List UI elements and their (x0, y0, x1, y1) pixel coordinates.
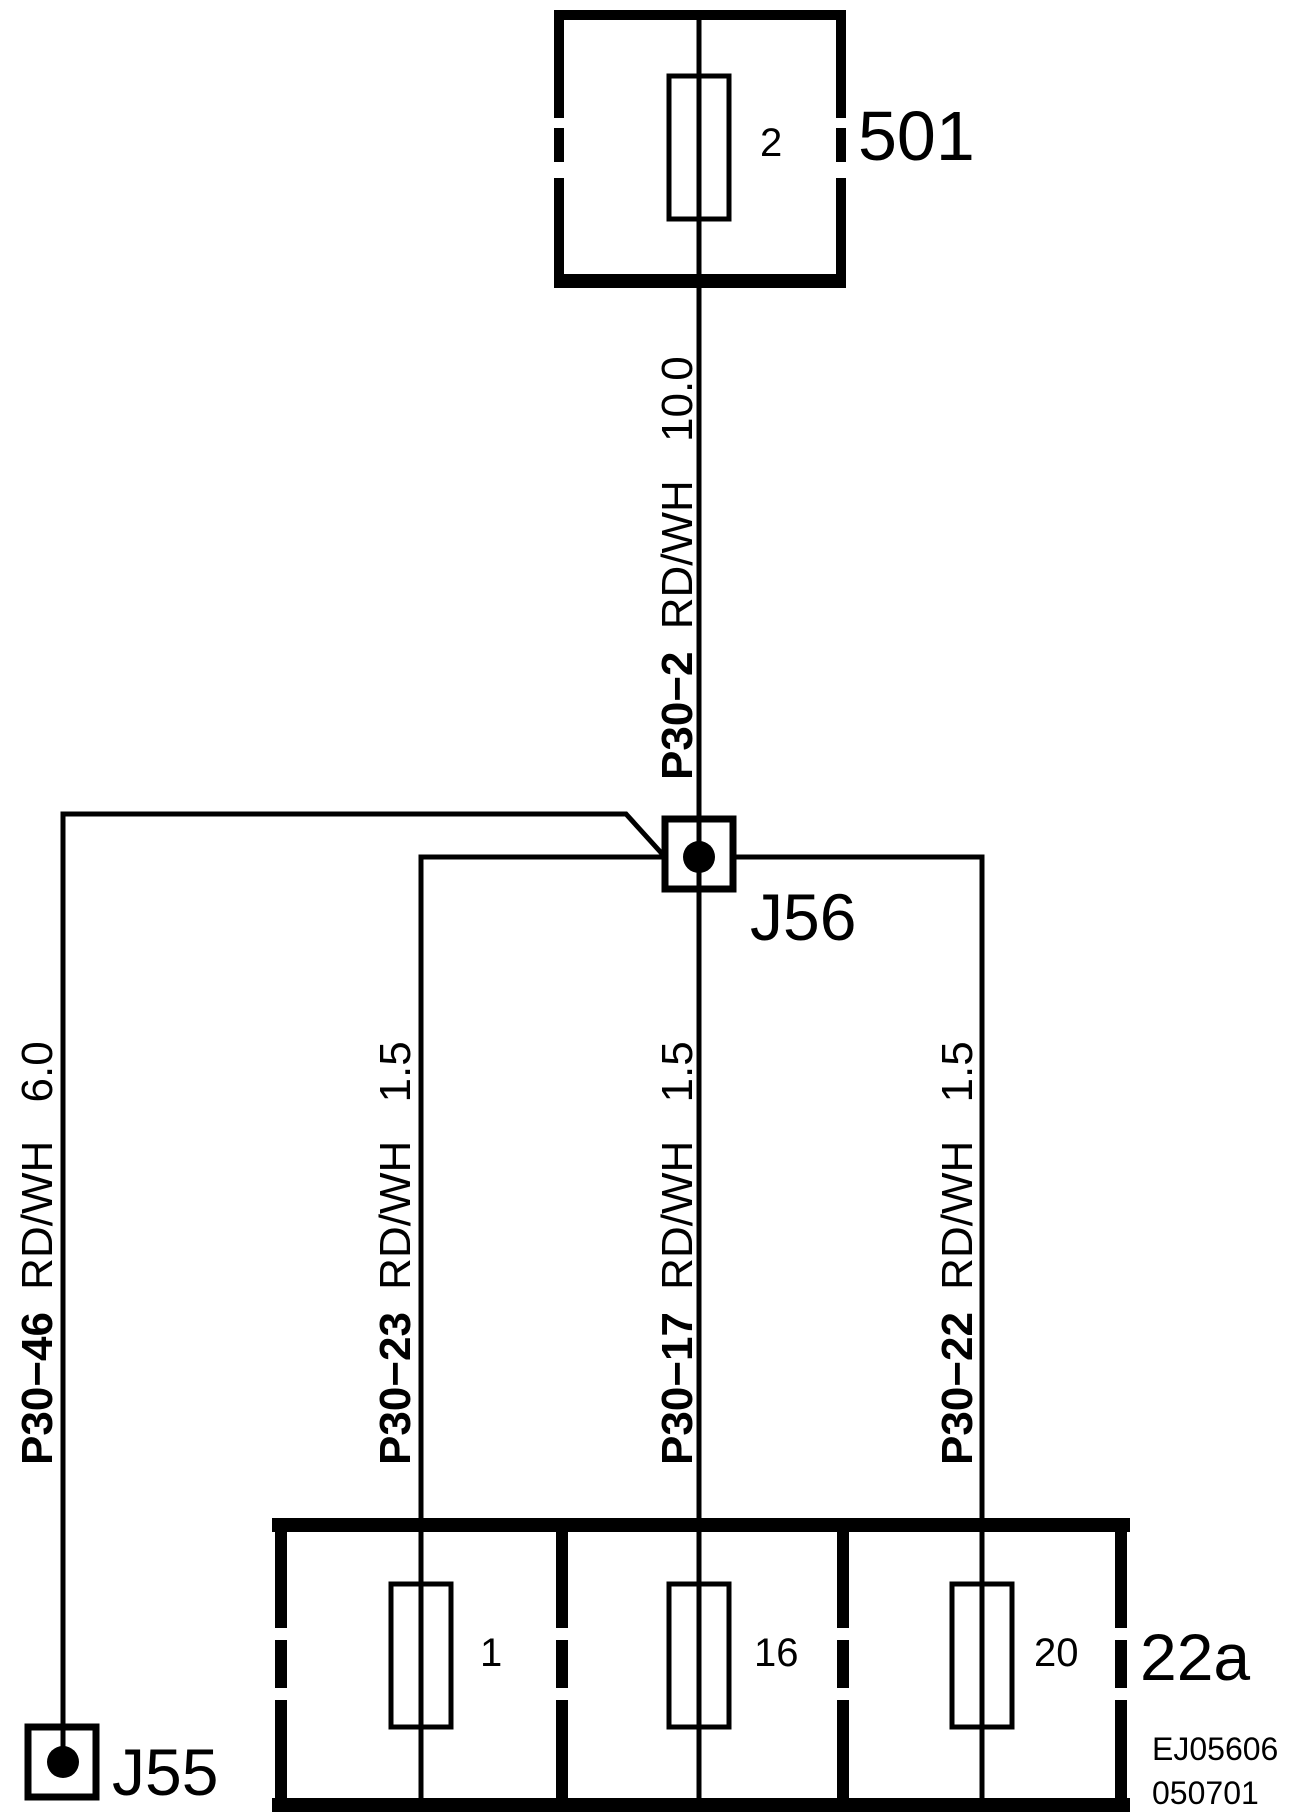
fuse-20-label: 20 (1034, 1631, 1079, 1675)
fuse-box-22a (272, 1518, 1130, 1812)
branch1-wire-label: P30−23 RD/WH 1.5 (371, 1041, 420, 1465)
reference-date: 050701 (1152, 1775, 1259, 1811)
wire-size: 10.0 (653, 356, 702, 442)
fuse-number-label: 2 (760, 121, 782, 165)
svg-text:P30−17 RD/WH 1.5: P30−17 RD/WH 1.5 (653, 1041, 702, 1465)
wire-color: RD/WH (371, 1141, 420, 1290)
fuse-1-label: 1 (480, 1631, 502, 1675)
wire-code: P30−22 (933, 1312, 982, 1465)
fuse-box-22a-label: 22a (1140, 1620, 1250, 1694)
fuse-16-label: 16 (754, 1631, 799, 1675)
wire-size: 6.0 (13, 1041, 62, 1102)
wire-to-fuse-1 (418, 854, 665, 1525)
wire-to-j55 (60, 811, 667, 1755)
wire-color: RD/WH (933, 1141, 982, 1290)
main-wire-label: P30−2 RD/WH 10.0 (653, 356, 702, 780)
wire-color: RD/WH (653, 1141, 702, 1290)
branch3-wire-label: P30−22 RD/WH 1.5 (933, 1041, 982, 1465)
wire-code: P30−2 (653, 652, 702, 780)
splice-j56-label: J56 (750, 880, 856, 954)
splice-j55 (24, 1723, 100, 1801)
wire-color: RD/WH (13, 1141, 62, 1290)
svg-text:P30−46 RD/WH 6.0: P30−46 RD/WH 6.0 (13, 1041, 62, 1465)
svg-text:P30−22 RD/WH 1.5: P30−22 RD/WH 1.5 (933, 1041, 982, 1465)
svg-text:P30−23 RD/WH 1.5: P30−23 RD/WH 1.5 (371, 1041, 420, 1465)
wire-color: RD/WH (653, 480, 702, 629)
branch2-wire-label: P30−17 RD/WH 1.5 (653, 1041, 702, 1465)
wire-size: 1.5 (933, 1041, 982, 1102)
fuse-box-id-label: 501 (858, 97, 975, 175)
splice-j56 (661, 815, 737, 893)
left-wire-label: P30−46 RD/WH 6.0 (13, 1041, 62, 1465)
wire-size: 1.5 (371, 1041, 420, 1102)
wire-size: 1.5 (653, 1041, 702, 1102)
wire-code: P30−46 (13, 1312, 62, 1465)
wire-code: P30−23 (371, 1312, 420, 1465)
reference-code: EJ05606 (1152, 1731, 1278, 1767)
wire-to-fuse-20 (733, 854, 985, 1525)
svg-text:P30−2 RD/WH 10.0: P30−2 RD/WH 10.0 (653, 356, 702, 780)
wire-code: P30−17 (653, 1312, 702, 1465)
splice-j55-label: J55 (112, 1735, 218, 1809)
